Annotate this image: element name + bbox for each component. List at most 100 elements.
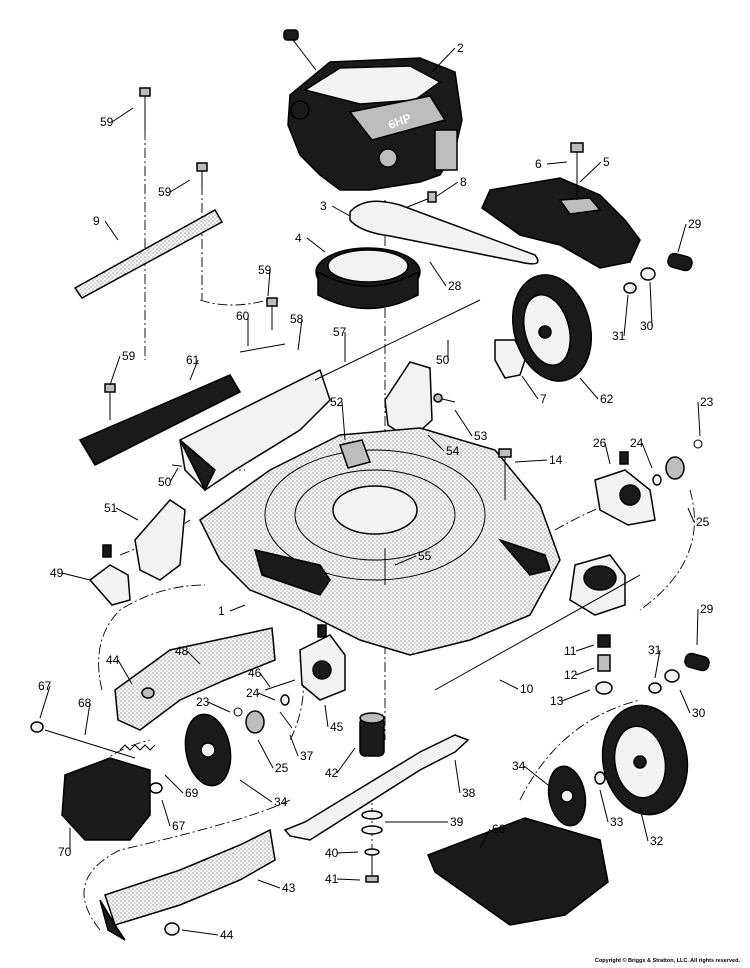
transmission[interactable] (569, 554, 626, 616)
blade-adapter[interactable] (359, 712, 385, 757)
nut-30-b[interactable] (664, 669, 680, 683)
callout-label: 57 (333, 325, 347, 339)
spring-12[interactable] (597, 654, 611, 672)
washer-33[interactable] (594, 771, 606, 785)
coupler-11[interactable] (597, 634, 611, 648)
belt-cover[interactable] (481, 177, 641, 269)
rear-guard-plate[interactable] (73, 208, 224, 299)
nut-67-a[interactable] (30, 721, 44, 733)
callout-label: 7 (540, 392, 547, 406)
leader-line (639, 807, 649, 842)
gear-25-left[interactable] (245, 710, 265, 734)
bolt-46[interactable] (264, 679, 296, 691)
rod-68[interactable] (44, 729, 136, 759)
lock-washer-40[interactable] (364, 848, 380, 856)
bolt-59-c[interactable] (104, 383, 116, 420)
bolt-14[interactable] (498, 448, 512, 500)
leader-line (523, 765, 549, 786)
leader-line (579, 161, 602, 183)
front-skirt[interactable] (114, 627, 276, 731)
hubcap-29-b[interactable] (684, 652, 711, 672)
nut-44-b[interactable] (164, 922, 180, 936)
nut-67-b[interactable] (149, 782, 163, 794)
pin-37[interactable] (279, 711, 293, 729)
engine[interactable]: 6HP (283, 29, 463, 191)
callout-label: 37 (300, 749, 314, 763)
callout-label: 38 (462, 786, 476, 800)
callout-label: 34 (274, 795, 288, 809)
bolt-59-d[interactable] (266, 297, 278, 330)
callout-label: 5 (603, 155, 610, 169)
leader-line (109, 355, 121, 386)
leader-line (649, 281, 653, 327)
callout-label: 46 (248, 666, 262, 680)
gear-disc-34-right[interactable] (544, 763, 590, 828)
washer-31-a[interactable] (623, 282, 637, 294)
leader-line (306, 237, 326, 253)
front-wheel-left-disc-34[interactable] (180, 711, 236, 790)
rear-baffle[interactable] (179, 368, 331, 491)
wheel-bracket-front-left[interactable] (134, 499, 186, 581)
wheel-bracket-gear[interactable] (594, 451, 656, 526)
callout-label: 30 (640, 319, 654, 333)
callout-label: 67 (172, 819, 186, 833)
wheel-bracket-right-rear[interactable] (384, 361, 433, 441)
callout-label: 24 (630, 436, 644, 450)
leader-line (229, 604, 246, 612)
pulley-bolt[interactable] (404, 191, 437, 209)
leader-line (336, 747, 356, 774)
blade-bolt-41[interactable] (365, 855, 379, 883)
leader-line (499, 679, 519, 690)
height-adjuster-left-rear[interactable] (88, 544, 131, 606)
callout-label: 23 (700, 395, 714, 409)
leader-line (84, 702, 91, 736)
callout-label: 54 (446, 444, 460, 458)
rear-flap[interactable] (61, 757, 151, 841)
clip-23-right[interactable] (693, 439, 703, 449)
callout-label: 39 (450, 815, 464, 829)
drive-belt[interactable] (349, 200, 539, 265)
mower-deck[interactable] (199, 427, 561, 656)
height-adjuster-lever[interactable] (494, 339, 526, 379)
gear-25-right[interactable] (665, 456, 685, 480)
callout-label: 29 (688, 217, 702, 231)
leader-line (546, 161, 568, 165)
rear-axle-rod[interactable] (314, 299, 481, 381)
discharge-cover[interactable] (427, 817, 609, 926)
callout-label: 6 (535, 157, 542, 171)
callout-label: 59 (258, 263, 272, 277)
washer-39[interactable] (361, 810, 383, 835)
callout-label: 70 (58, 845, 72, 859)
callout-label: 34 (512, 759, 526, 773)
callout-label: 50 (436, 353, 450, 367)
callout-label: 40 (325, 846, 339, 860)
washer-24-left[interactable] (280, 694, 290, 706)
front-wheel-right[interactable] (594, 699, 696, 822)
washer-31-b[interactable] (648, 682, 662, 694)
leader-line (521, 375, 539, 400)
callout-label: 69 (185, 786, 199, 800)
cover-bolt[interactable] (570, 142, 584, 200)
hubcap-29-a[interactable] (667, 252, 694, 272)
callout-label: 45 (330, 720, 344, 734)
bolt-59-b[interactable] (196, 162, 208, 190)
washer-24-right[interactable] (652, 474, 662, 486)
drive-axle[interactable] (434, 574, 641, 691)
wheel-bracket-left-front[interactable] (299, 624, 346, 701)
leader-line (324, 704, 329, 728)
bracket-60[interactable] (239, 343, 286, 353)
bolt-53[interactable] (433, 393, 456, 403)
nut-13[interactable] (595, 681, 613, 695)
mower-blade[interactable] (283, 734, 470, 841)
clip-23-left[interactable] (233, 707, 243, 717)
callout-label: 59 (158, 185, 172, 199)
bolt-59-a[interactable] (139, 87, 151, 130)
rear-skirt[interactable] (78, 374, 242, 466)
rear-wheel[interactable] (501, 266, 602, 390)
belt-guard-ring[interactable] (315, 247, 421, 310)
front-baffle[interactable] (99, 828, 276, 941)
nut-30-a[interactable] (640, 267, 656, 281)
spring-69[interactable] (119, 744, 156, 751)
leader-line (641, 442, 653, 469)
